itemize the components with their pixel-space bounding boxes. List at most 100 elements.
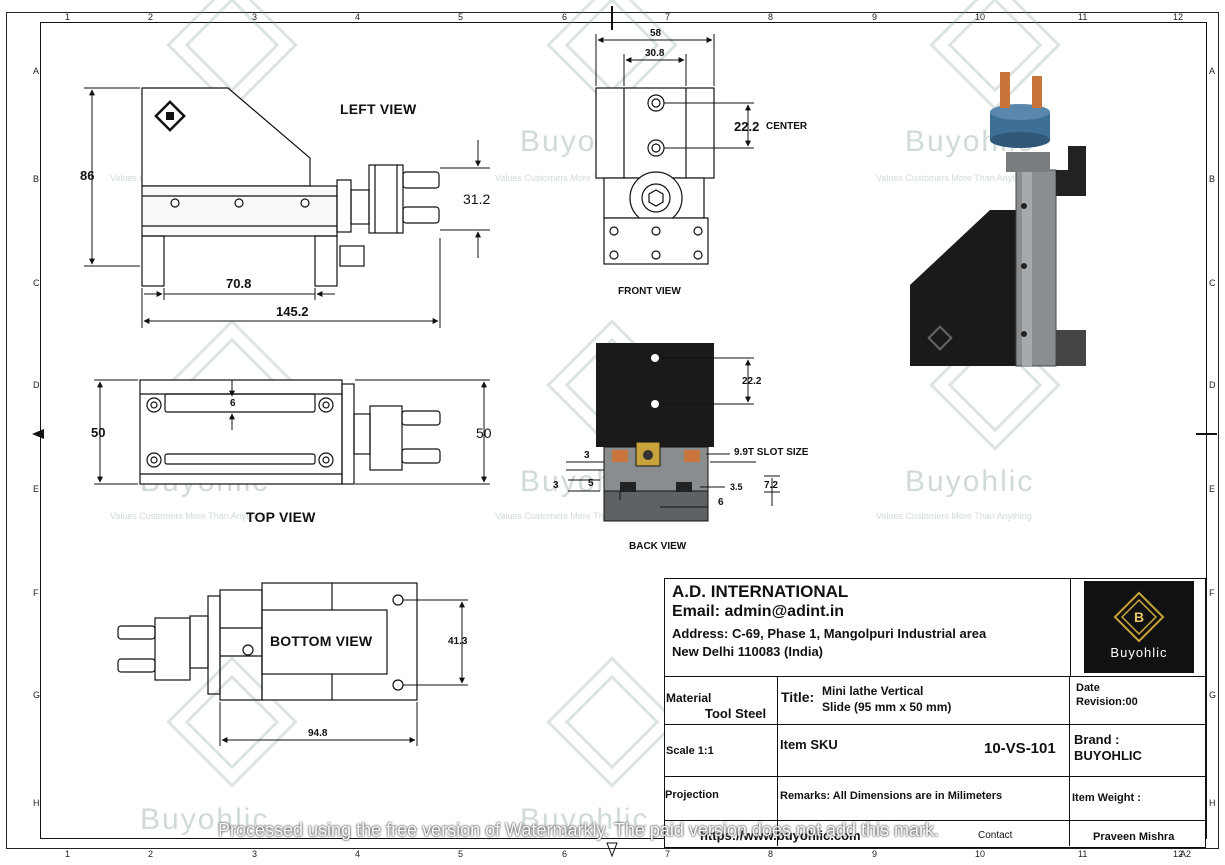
zone-column-4: 4 [355, 849, 361, 859]
dim-50-left: 50 [91, 425, 106, 440]
dim-3-b: 3 [553, 480, 559, 491]
bottom-view-drawing [117, 582, 418, 701]
contact-label: Contact [978, 830, 1013, 841]
dim-30-8: 30.8 [645, 48, 665, 59]
material-label: Material [666, 691, 712, 705]
left-view-logo-icon [154, 100, 186, 132]
zone-column-5: 5 [458, 849, 464, 859]
dim-41-3: 41.3 [448, 636, 468, 647]
title-line2: Slide (95 mm x 50 mm) [822, 700, 952, 714]
bottom-view-label: BOTTOM VIEW [270, 633, 373, 649]
watermark-tagline: Values Customers More Than Anything [495, 173, 651, 183]
zone-column-6: 6 [562, 849, 568, 859]
watermark-tagline: Values Customers More Than Anything [876, 511, 1032, 521]
watermark-text: Buyohlic [520, 803, 650, 836]
zone-column-5: 5 [458, 12, 464, 22]
zone-row-A: A [1209, 66, 1216, 76]
zone-row-H: H [1209, 798, 1216, 808]
dim-31-2: 31.2 [463, 191, 491, 207]
zone-column-12: 12 [1173, 849, 1184, 859]
zone-column-7: 7 [665, 12, 671, 22]
zone-row-E: E [1209, 484, 1216, 494]
zone-row-F: F [33, 588, 39, 598]
zone-row-A: A [33, 66, 40, 76]
top-view-drawing [139, 379, 441, 485]
item-sku-label: Item SKU [780, 737, 838, 752]
brand-logo-icon [1113, 591, 1165, 643]
zone-column-10: 10 [975, 849, 986, 859]
dim-94-8: 94.8 [308, 728, 328, 739]
back-view-label: BACK VIEW [629, 541, 687, 552]
item-weight-label: Item Weight : [1072, 792, 1141, 804]
isometric-render [910, 72, 1086, 367]
back-view-drawing [596, 343, 714, 522]
dim-145-2: 145.2 [276, 304, 309, 319]
item-sku-value: 10-VS-101 [984, 740, 1056, 757]
scale-label: Scale 1:1 [666, 745, 714, 757]
material-value: Tool Steel [705, 706, 767, 721]
title-label: Title: [781, 689, 815, 705]
date-label: Date [1076, 682, 1100, 694]
dim-center-label: CENTER [766, 121, 808, 132]
sheet-size-label: A2 [1180, 849, 1192, 859]
zone-column-1: 1 [65, 849, 71, 859]
zone-row-D: D [1209, 380, 1216, 390]
zone-column-11: 11 [1078, 12, 1088, 22]
zone-column-4: 4 [355, 12, 361, 22]
zone-row-D: D [33, 380, 40, 390]
dim-22-2-back: 22.2 [742, 376, 762, 387]
brand-logo: B Buyohlic [1084, 581, 1194, 673]
zone-column-11: 11 [1078, 849, 1088, 859]
dim-70-8: 70.8 [226, 276, 252, 291]
left-view-drawing [141, 87, 440, 287]
zone-column-9: 9 [872, 12, 878, 22]
zone-row-F: F [1209, 588, 1215, 598]
projection-label: Projection [665, 789, 719, 801]
zone-column-2: 2 [148, 12, 154, 22]
watermark-tagline: Values Customers More Than Anything [876, 173, 1032, 183]
brand-label: Brand : [1074, 732, 1120, 747]
dim-86: 86 [80, 168, 95, 183]
brand-value: BUYOHLIC [1074, 748, 1142, 763]
footer-watermark: Processed using the free version of Wate… [218, 820, 940, 840]
revision-label: Revision:00 [1076, 696, 1138, 708]
front-view-drawing [595, 87, 715, 265]
title-line1: Mini lathe Vertical [822, 684, 924, 698]
zone-row-B: B [33, 174, 40, 184]
dim-58: 58 [650, 28, 662, 39]
zone-column-8: 8 [768, 12, 774, 22]
company-address-line1: Address: C-69, Phase 1, Mangolpuri Indus… [672, 626, 987, 641]
remarks-text: Remarks: All Dimensions are in Milimeter… [780, 790, 1003, 802]
zone-row-G: G [1209, 690, 1217, 700]
zone-row-G: G [33, 690, 41, 700]
website-link[interactable]: https://www.buyohlic.com [700, 828, 861, 843]
watermark-tagline: Values Customers More Than Anything [110, 511, 266, 521]
dim-3-a: 3 [584, 450, 590, 461]
company-address-line2: New Delhi 110083 (India) [672, 644, 824, 659]
zone-column-1: 1 [65, 12, 71, 22]
company-email: Email: admin@adint.in [672, 603, 845, 620]
zone-column-3: 3 [252, 849, 258, 859]
watermark-text: Buyohlic [140, 803, 270, 836]
company-name: A.D. INTERNATIONAL [672, 582, 849, 601]
zone-column-10: 10 [975, 12, 986, 22]
watermark-text: Buyohlic [905, 465, 1035, 498]
dim-50-right: 50 [476, 425, 492, 441]
zone-column-2: 2 [148, 849, 154, 859]
zone-row-C: C [1209, 278, 1216, 288]
brand-logo-letter: B [1133, 609, 1145, 625]
dim-6-top: 6 [230, 398, 236, 409]
zone-column-3: 3 [252, 12, 258, 22]
front-view-label: FRONT VIEW [618, 286, 681, 297]
zone-row-B: B [1209, 174, 1216, 184]
dim-22-2-center: 22.2 [734, 119, 760, 134]
zone-row-E: E [33, 484, 40, 494]
zone-row-C: C [33, 278, 40, 288]
zone-column-7: 7 [665, 849, 671, 859]
dim-7-2: 7.2 [764, 480, 778, 491]
brand-logo-text: Buyohlic [1110, 645, 1168, 660]
dim-6-back: 6 [718, 497, 724, 508]
dim-5: 5 [588, 478, 594, 489]
